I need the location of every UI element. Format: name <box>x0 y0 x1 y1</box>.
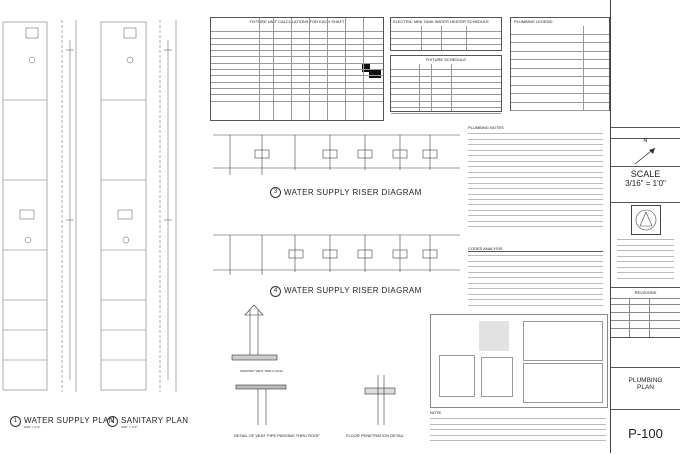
north-label: N <box>643 138 648 144</box>
spec-sheet-inset <box>430 314 608 408</box>
revisions-block: REVISIONS <box>611 287 680 338</box>
plumbing-notes-title: PLUMBING NOTES <box>468 125 504 130</box>
riser-4-number: 4 <box>270 286 281 297</box>
plan-2-number: 2 <box>107 416 118 427</box>
bottom-note: NOTE <box>430 410 606 448</box>
plumbing-legend-title: PLUMBING LEGEND <box>514 19 553 24</box>
sanitary-vent-title: SANITARY VENT THRU LOCAL <box>240 369 284 373</box>
plan-1-number: 1 <box>10 416 21 427</box>
plumbing-notes: PLUMBING NOTES <box>468 125 603 228</box>
codes-analysis-title: CODES ANALYSIS <box>468 246 603 252</box>
scale-label: SCALE <box>630 169 661 179</box>
riser-4-title: WATER SUPPLY RISER DIAGRAM <box>284 286 422 295</box>
riser-3-number: 3 <box>270 187 281 198</box>
fixture-unit-table: FIXTURE UNIT CALCULATIONS FOR EACH SHAFT <box>210 17 384 121</box>
riser-3-title: WATER SUPPLY RISER DIAGRAM <box>284 188 422 197</box>
plan-2-title: SANITARY PLAN <box>121 416 189 425</box>
revisions-label: REVISIONS <box>634 290 657 295</box>
water-heater-table: ELECTRIC MINI TANK WATER HEATER SCHEDULE <box>390 17 502 51</box>
fixture-schedule-table: FIXTURE SCHEDULE <box>390 55 502 115</box>
fixture-schedule-title: FIXTURE SCHEDULE <box>425 57 466 62</box>
plan-1-title: WATER SUPPLY PLAN <box>24 416 115 425</box>
water-heater-title: ELECTRIC MINI TANK WATER HEATER SCHEDULE <box>393 19 489 24</box>
scale-value: 3/16" = 1'0" <box>625 179 666 188</box>
codes-analysis: CODES ANALYSIS <box>468 246 603 306</box>
sheet-number: P-100 <box>628 426 663 441</box>
north-arrow: N <box>611 138 680 166</box>
plumbing-legend-table: PLUMBING LEGEND <box>510 17 610 111</box>
architect-seal <box>631 205 661 235</box>
floor-detail-title: FLOOR PENETRATION DETAIL <box>346 433 404 438</box>
plan-2-scale: 3/16" = 1'-0" <box>121 425 138 429</box>
vent-detail-title: DETAIL OF VENT PIPE PASSING THRU ROOF <box>234 433 320 438</box>
plan-1-scale: 3/16" = 1'-0" <box>24 425 41 429</box>
title-block: N SCALE 3/16" = 1'0" REVISIONS PLUMBING … <box>610 0 680 453</box>
fixture-unit-title: FIXTURE UNIT CALCULATIONS FOR EACH SHAFT <box>249 19 345 24</box>
sheet-title: PLUMBING PLAN <box>628 377 663 391</box>
bottom-note-title: NOTE <box>430 410 442 415</box>
